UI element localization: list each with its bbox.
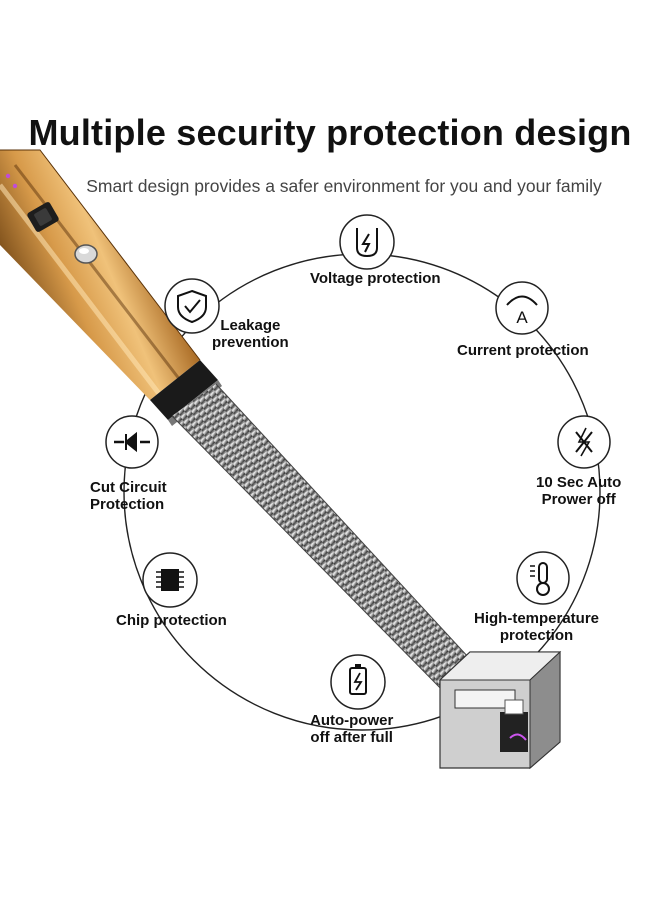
thermometer-icon (516, 551, 570, 605)
power-off-icon (557, 415, 611, 469)
current-icon: A (495, 281, 549, 335)
label-leakage-prevention: Leakage prevention (212, 317, 289, 351)
battery-icon (330, 654, 386, 710)
shield-icon (164, 278, 220, 334)
label-auto-power-off: 10 Sec Auto Prower off (536, 474, 622, 508)
label-cut-circuit: Cut Circuit Protection (90, 479, 167, 513)
chip-icon (142, 552, 198, 608)
label-auto-power-off-after-full: Auto-power off after full (310, 712, 394, 746)
ignition-button (74, 244, 98, 264)
neck-collar (150, 360, 218, 420)
svg-text:A: A (516, 308, 528, 327)
voltage-icon (339, 214, 395, 270)
circuit-icon (105, 415, 159, 469)
flexible-hose (172, 384, 482, 700)
page-subtitle: Smart design provides a safer environmen… (86, 176, 602, 196)
indicator-light (12, 183, 18, 189)
label-current-protection: Current protection (457, 342, 589, 359)
lighter-head (438, 650, 562, 770)
label-high-temperature: High-temperature protection (474, 610, 600, 644)
page-title: Multiple security protection design (28, 112, 632, 153)
label-chip-protection: Chip protection (116, 612, 227, 629)
indicator-light (5, 173, 11, 179)
label-voltage-protection: Voltage protection (310, 270, 441, 287)
